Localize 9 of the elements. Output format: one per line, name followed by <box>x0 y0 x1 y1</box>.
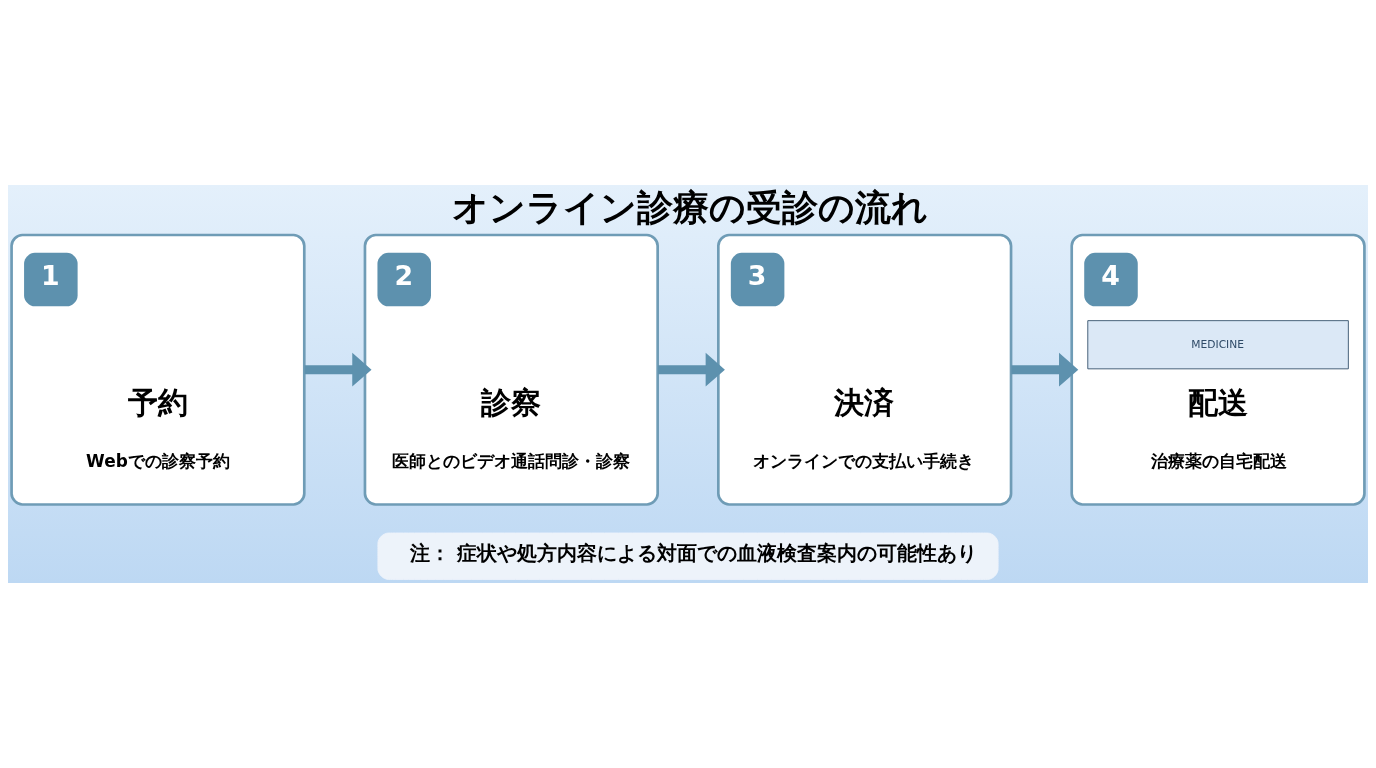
node-box: 2 診察 医師とのビデオ通話問診・診察 <box>363 233 659 506</box>
arrow <box>304 352 372 387</box>
node-box: 3 決済 オンラインでの支払い手続き <box>717 233 1013 506</box>
node-box: 4 MEDICINE 配送 治療薬の自宅配送 <box>1070 233 1366 506</box>
node-box: 注： 症状や処方内容による対面での血液検査案内の可能性あり <box>377 532 999 580</box>
diagram-title: オンライン診療の受診の流れ <box>451 186 928 228</box>
arrow <box>658 352 725 387</box>
node-box: 1 予約 Webでの診察予約 <box>10 233 306 506</box>
arrow <box>1011 352 1079 387</box>
